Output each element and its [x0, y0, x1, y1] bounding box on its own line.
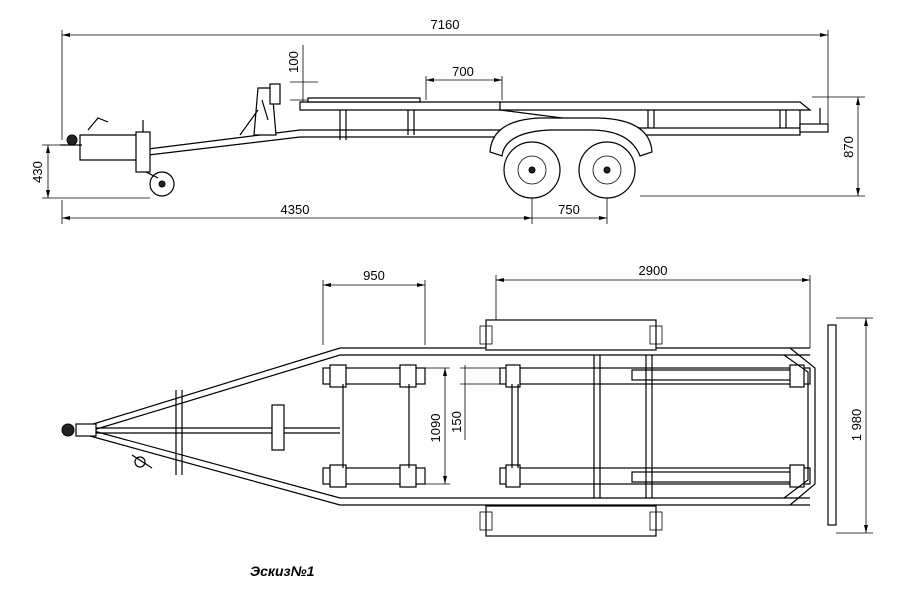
dim-label-2900: 2900 — [639, 263, 668, 278]
dim-overall-height: 870 — [640, 96, 865, 197]
dim-label-750: 750 — [558, 202, 580, 217]
side-view: 7160 100 700 — [30, 17, 865, 224]
rear-crossbar — [827, 324, 837, 526]
dim-overall-width: 1 980 — [836, 317, 873, 534]
dim-label-150: 150 — [449, 411, 464, 433]
dim-label-1090: 1090 — [428, 414, 443, 443]
dim-support-offset: 150 — [449, 365, 500, 440]
dim-rear-support-length: 2900 — [495, 263, 811, 348]
dim-label-430: 430 — [30, 161, 45, 183]
dim-label-4350: 4350 — [281, 202, 310, 217]
dim-label-870: 870 — [841, 136, 856, 158]
front-supports — [322, 364, 426, 488]
hitch-coupling — [61, 423, 75, 437]
side-frame — [139, 97, 829, 157]
dim-label-7160: 7160 — [431, 17, 460, 32]
dim-label-1980: 1 980 — [849, 409, 864, 442]
winch-post — [239, 83, 281, 136]
fender-left — [485, 319, 657, 351]
wheels — [503, 141, 636, 199]
dim-label-700: 700 — [452, 64, 474, 79]
fender — [489, 117, 653, 157]
dim-hitch-to-axle: 4350 — [61, 198, 533, 224]
dim-jack-height: 100 — [286, 45, 318, 105]
dim-hitch-height: 430 — [30, 144, 150, 199]
dim-bunk-length: 700 — [425, 64, 503, 100]
dim-front-support-length: 950 — [322, 268, 426, 345]
dim-overall-length: 7160 — [61, 17, 829, 140]
top-view: 950 2900 — [61, 263, 873, 537]
a-frame — [61, 347, 810, 506]
dim-label-950: 950 — [363, 268, 385, 283]
dim-support-width: 1090 — [425, 367, 450, 485]
hitch-assembly — [60, 117, 175, 197]
dim-label-100: 100 — [286, 51, 301, 73]
sketch-caption: Эскиз№1 — [250, 563, 315, 579]
fender-right — [485, 505, 657, 537]
rear-bed — [479, 319, 837, 537]
dim-axle-spacing: 750 — [532, 198, 608, 224]
